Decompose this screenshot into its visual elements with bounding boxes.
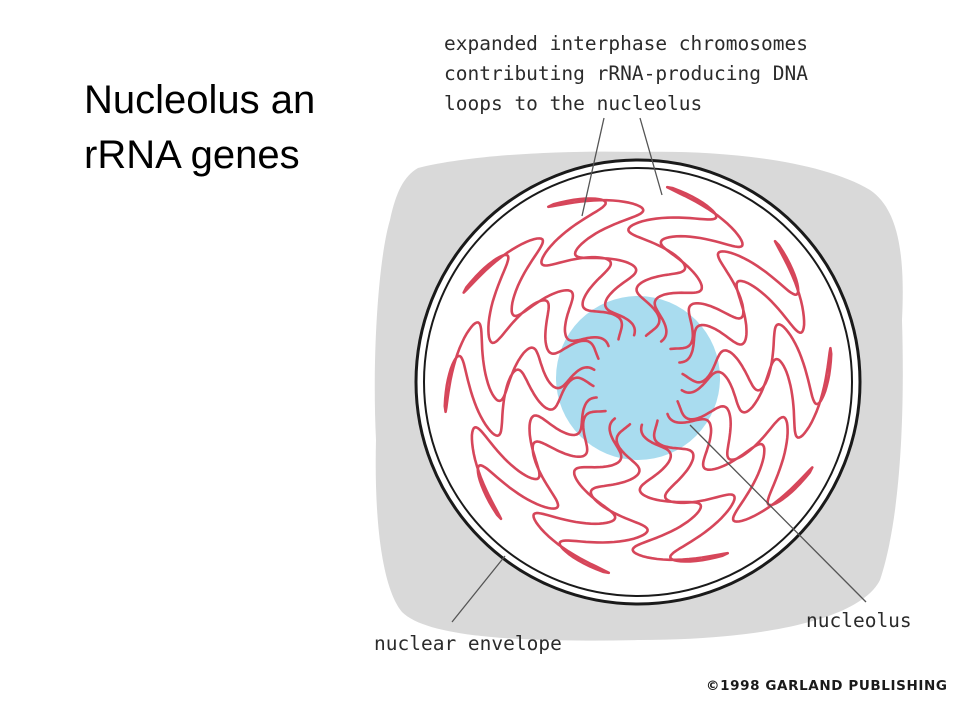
chromatin-loop (669, 239, 806, 364)
nuclear-envelope-label: nuclear envelope (374, 632, 562, 655)
chromatin-loop (680, 323, 833, 439)
chromosome-label-line-2: contributing rRNA-producing DNA (444, 62, 808, 85)
chromosome-label: expanded interphase chromosomes contribu… (444, 32, 820, 115)
leader-line-envelope (451, 555, 506, 623)
chromatin-loop (443, 321, 596, 437)
chromatin-loop (540, 197, 645, 341)
chromosome-label-line-3: loops to the nucleolus (444, 92, 702, 115)
copyright-notice: ©1998 GARLAND PUBLISHING (706, 678, 948, 694)
chromatin-loop (627, 185, 744, 343)
leader-line-nucleolus (689, 424, 867, 603)
slide-title-line-1: Nucleolus an (84, 78, 316, 122)
slide-title-line-2: rRNA genes (84, 133, 300, 177)
leader-lines (451, 117, 867, 623)
chromatin-loop (470, 396, 607, 521)
chromatin-loop (631, 419, 736, 563)
chromatin-loop (532, 417, 649, 575)
nucleolus-label: nucleolus (806, 609, 912, 632)
chromosome-label-line-1: expanded interphase chromosomes (444, 32, 808, 55)
leader-line-chromosome-2 (639, 117, 663, 196)
leader-line-chromosome-1 (581, 117, 605, 217)
chromatin-loop (462, 237, 610, 360)
chromatin-loops (443, 185, 833, 575)
slide-title: Nucleolus an rRNA genes (84, 73, 374, 183)
